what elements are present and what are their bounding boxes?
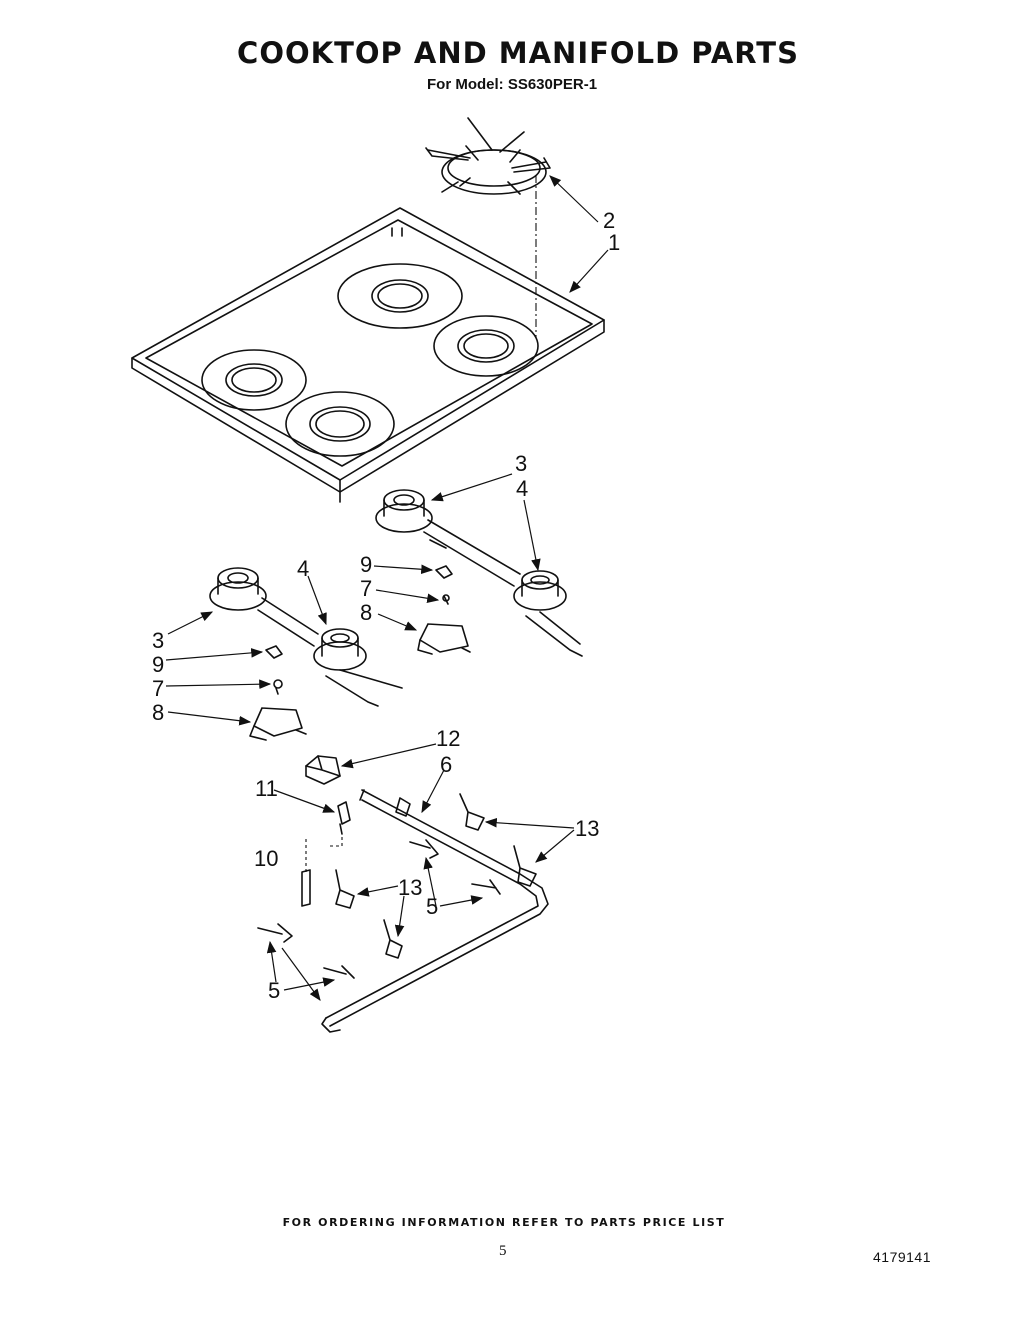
valve-clips [335,793,537,959]
valve [305,755,341,785]
callout-1: 1 [608,230,620,255]
callout-13: 13 [398,875,422,900]
right-mounting-hardware [417,565,471,655]
left-mounting-hardware [249,645,307,741]
ordering-note: FOR ORDERING INFORMATION REFER TO PARTS … [282,1216,726,1229]
callout-8: 8 [360,600,372,625]
callout-4: 4 [297,556,309,581]
callout-10: 10 [254,846,278,871]
callout-11: 11 [255,776,278,801]
callout-13: 13 [575,816,599,841]
model-subtitle: For Model: SS630PER-1 [427,76,598,93]
callout-3: 3 [515,451,527,476]
callout-6: 6 [440,752,452,777]
callout-5: 5 [268,978,280,1003]
leader-lines [165,175,609,1001]
manifold [321,789,549,1033]
cooktop [131,207,605,503]
callout-12: 12 [436,726,460,751]
page-number: 5 [499,1243,507,1259]
callout-7: 7 [360,576,372,601]
document-number: 4179141 [873,1249,932,1265]
callout-4: 4 [516,476,528,501]
front-burner-assembly [209,567,403,707]
callout-8: 8 [152,700,164,725]
callout-3: 3 [152,628,164,653]
page-title: COOKTOP AND MANIFOLD PARTS [237,36,799,70]
rear-burner-assembly [375,489,583,657]
orifices [257,839,501,979]
callout-9: 9 [360,552,372,577]
callout-2: 2 [603,208,615,233]
burner-grate [425,117,551,195]
callout-9: 9 [152,652,164,677]
callout-5: 5 [426,894,438,919]
spud-and-tube [301,801,351,907]
callout-7: 7 [152,676,164,701]
